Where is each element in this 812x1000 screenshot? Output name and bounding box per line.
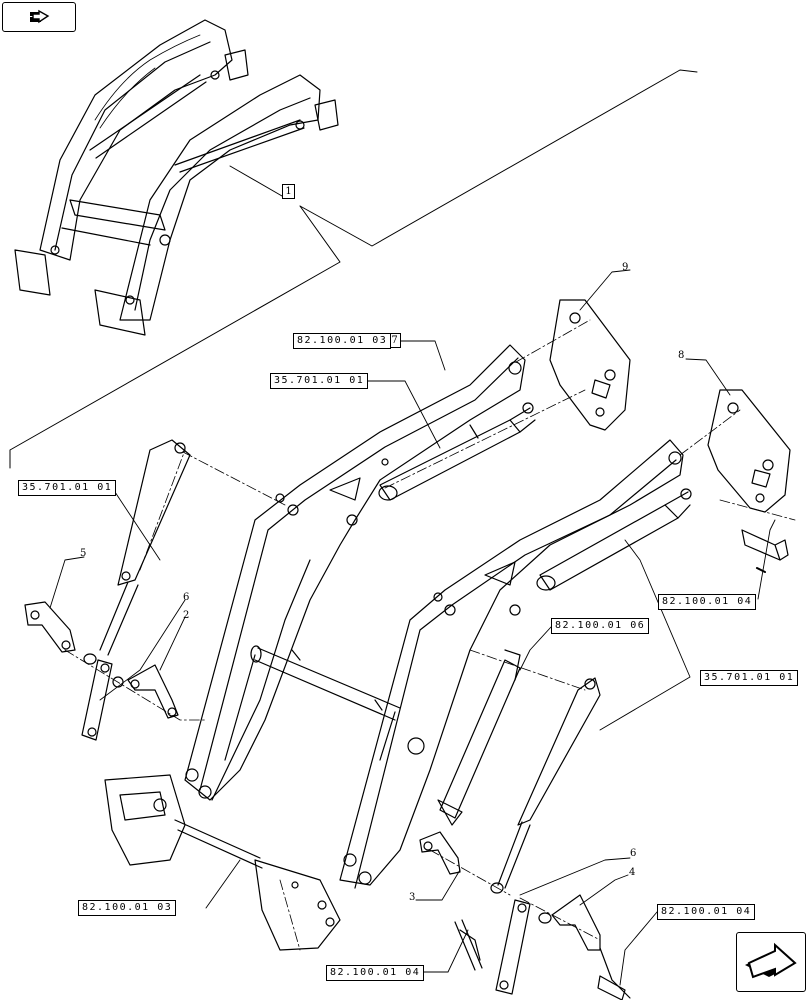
right-lift-arm-illustration <box>339 439 684 889</box>
item1-leader-line <box>9 205 341 469</box>
upper-cylinder-illustration <box>378 402 536 501</box>
right-link-parts-illustration <box>419 831 631 999</box>
bracket-8-illustration <box>707 389 791 513</box>
ref-82-100-01-06[interactable]: 82.100.01 06 <box>551 618 650 634</box>
callout-2: 2 <box>183 610 190 621</box>
left-cylinder-illustration <box>99 439 191 656</box>
ref-35-701-01-01-left[interactable]: 35.701.01 01 <box>18 480 117 496</box>
left-lift-arm-illustration <box>184 344 526 801</box>
callout-9: 9 <box>622 262 629 273</box>
callout-4: 4 <box>629 867 636 878</box>
item-1-box[interactable]: 1 <box>282 184 295 199</box>
callout-6-right: 6 <box>630 848 637 859</box>
callout-3: 3 <box>409 892 416 903</box>
book-arrow-icon <box>30 9 50 24</box>
ref-82-100-01-04-bottom-right[interactable]: 82.100.01 04 <box>657 904 756 920</box>
lock-pin-illustration <box>741 529 789 573</box>
ref-35-701-01-01-right[interactable]: 35.701.01 01 <box>700 670 799 686</box>
ref-82-100-01-03-bottom[interactable]: 82.100.01 03 <box>78 900 177 916</box>
mounting-frame-illustration <box>104 774 341 951</box>
callout-5: 5 <box>80 548 87 559</box>
callout-8: 8 <box>678 350 685 361</box>
loader-assembly-illustration <box>14 19 339 336</box>
bottom-nav-button[interactable] <box>736 932 806 992</box>
cross-tube-illustration <box>224 645 401 761</box>
ref-82-100-01-03-top[interactable]: 82.100.01 03 <box>293 333 392 349</box>
callout-6-left: 6 <box>183 592 190 603</box>
bottom-pin-illustration <box>597 975 626 1000</box>
ref-35-701-01-01-upper[interactable]: 35.701.01 01 <box>270 373 369 389</box>
ref-82-100-01-04-bottom[interactable]: 82.100.01 04 <box>326 965 425 981</box>
top-nav-button[interactable] <box>2 2 76 32</box>
lower-right-cylinder-illustration <box>536 488 692 591</box>
hydraulic-line-illustration <box>437 649 521 826</box>
left-link-parts-illustration <box>24 601 179 741</box>
bracket-9-illustration <box>549 299 631 431</box>
right-cylinder-illustration <box>497 677 601 889</box>
next-page-arrow-icon <box>745 942 797 979</box>
ref-82-100-01-04-right[interactable]: 82.100.01 04 <box>658 594 757 610</box>
